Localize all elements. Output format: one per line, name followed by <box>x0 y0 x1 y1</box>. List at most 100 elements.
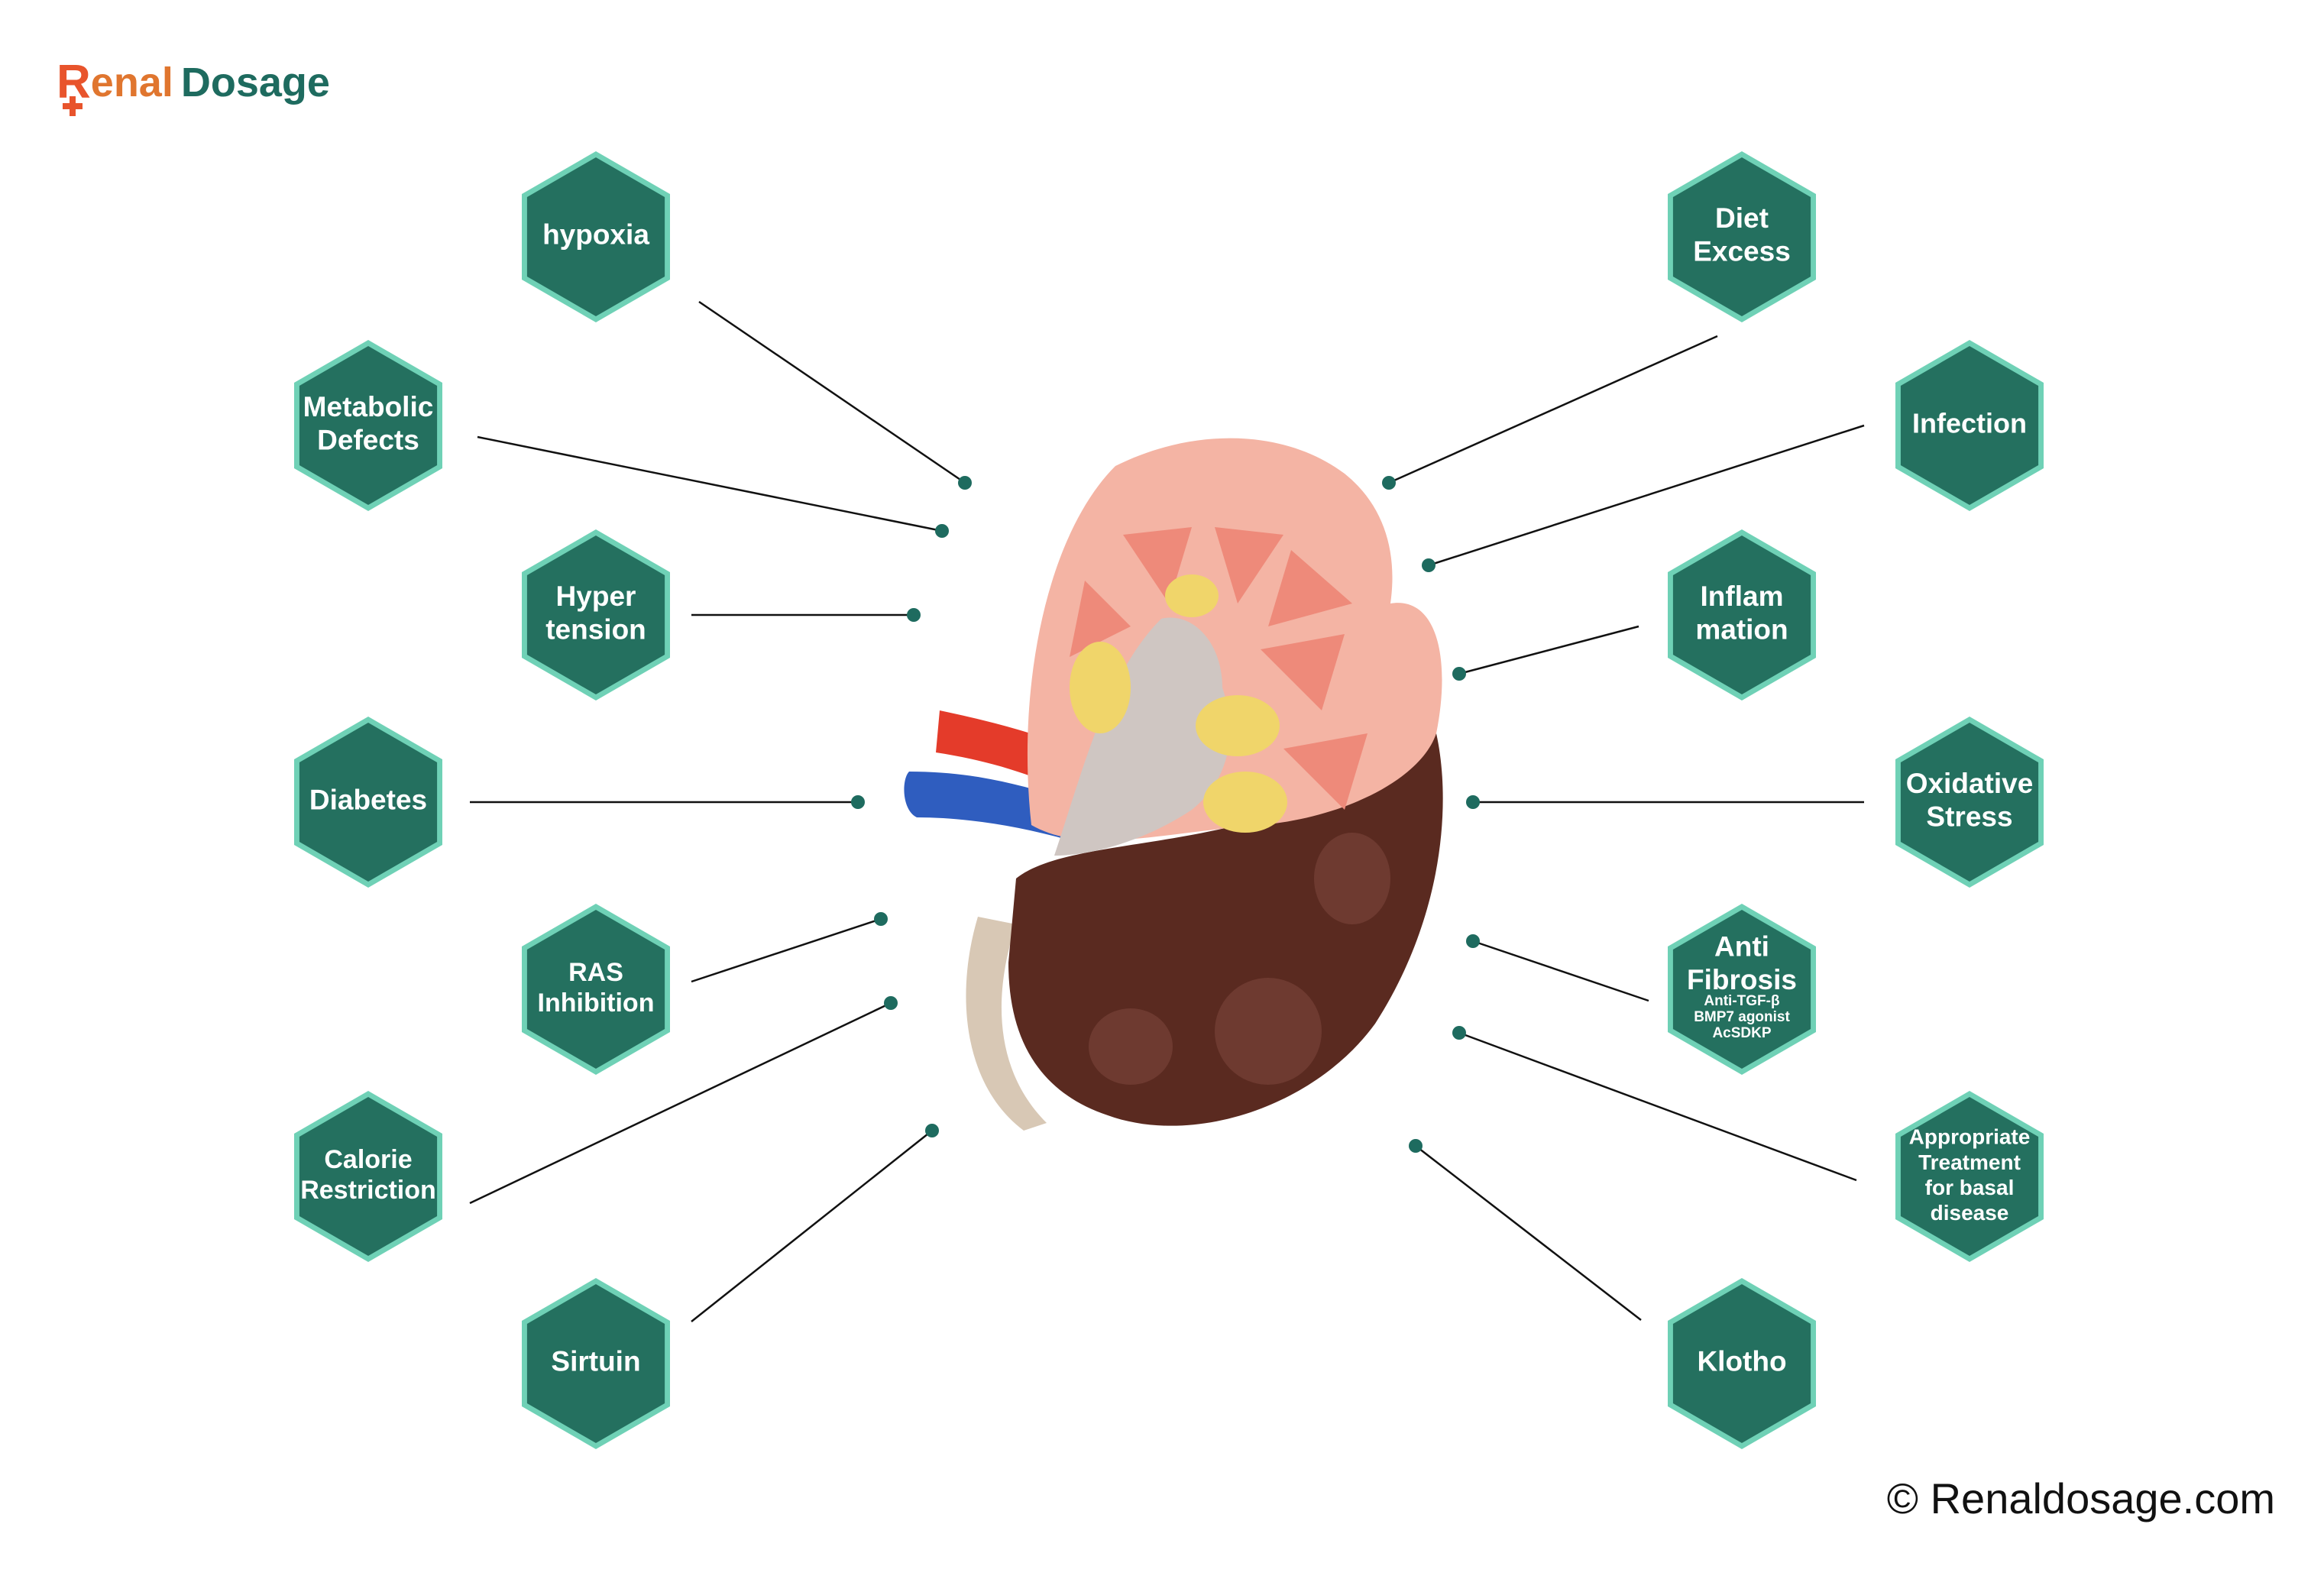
node-label: Anti <box>1714 930 1769 962</box>
hexagon-shape <box>1672 536 1811 694</box>
renal-fat <box>1203 772 1287 833</box>
node-label: Oxidative <box>1906 768 2034 799</box>
hexagon-shape <box>1672 157 1811 316</box>
logo-text-renal: enal <box>90 60 173 105</box>
connector-line <box>1458 1031 1857 1182</box>
renal-fat <box>1070 642 1131 733</box>
connector-line <box>691 917 882 983</box>
node-label: Infection <box>1912 407 2027 438</box>
factor-node-klotho: Klotho <box>1409 1139 1816 1449</box>
node-label: Restriction <box>300 1176 436 1205</box>
connector-line <box>691 1130 933 1322</box>
connector-line <box>1415 1145 1642 1321</box>
connector-dot <box>851 795 865 809</box>
connector-dot <box>1409 1139 1423 1153</box>
connector-line <box>469 1001 892 1205</box>
node-label: for basal <box>1925 1176 2015 1199</box>
node-label: RAS <box>568 958 623 987</box>
node-label: Inhibition <box>538 989 655 1018</box>
factor-node-hypoxia: hypoxia <box>522 151 972 490</box>
connector-line <box>698 300 966 484</box>
hexagon-shape <box>299 723 438 882</box>
hexagon-shape <box>526 536 665 694</box>
copyright-text: © Renaldosage.com <box>1886 1474 2275 1522</box>
hexagon-shape <box>526 910 665 1069</box>
node-label: Excess <box>1693 236 1791 267</box>
connector-dot <box>884 996 898 1010</box>
node-label: Fibrosis <box>1687 964 1797 995</box>
hexagon-shape <box>1672 1284 1811 1443</box>
node-label: tension <box>545 614 646 646</box>
renal-fat <box>1165 574 1219 617</box>
hexagon-shape <box>1900 1097 2039 1256</box>
renal-fat <box>1196 695 1280 756</box>
hexagon-shape <box>526 157 665 316</box>
node-label: Treatment <box>1918 1150 2021 1174</box>
connector-line <box>1388 335 1718 484</box>
connector-dot <box>958 476 972 490</box>
brand-logo: R enal Dosage <box>57 44 330 121</box>
connector-line <box>1428 424 1865 567</box>
node-label: Klotho <box>1697 1346 1786 1377</box>
node-label: disease <box>1931 1201 2009 1225</box>
factor-node-diabetes: Diabetes <box>294 717 865 888</box>
node-label: Metabolic <box>303 391 434 422</box>
connector-dot <box>1382 476 1396 490</box>
renal-pelvis <box>1054 617 1230 856</box>
medullary-pyramid <box>1283 733 1368 810</box>
node-label: Sirtuin <box>551 1346 640 1377</box>
medullary-pyramid <box>1215 527 1283 603</box>
node-sublabel: Anti-TGF-β <box>1704 993 1779 1009</box>
kidney-lobe <box>1089 1008 1173 1085</box>
node-label: Stress <box>1926 801 2012 833</box>
logo-text-dosage: Dosage <box>180 60 330 105</box>
factor-node-infection: Infection <box>1422 340 2044 572</box>
hexagon-shape <box>526 1284 665 1443</box>
logo-cross-icon <box>63 96 83 116</box>
hexagon-shape <box>299 1097 438 1256</box>
hexagon-shape <box>1900 723 2039 882</box>
ureter <box>966 917 1047 1131</box>
medullary-pyramid <box>1261 634 1345 710</box>
node-label: Calorie <box>324 1145 412 1174</box>
connector-dot <box>925 1124 939 1137</box>
connector-line <box>1458 625 1639 675</box>
kidney-illustration <box>904 438 1443 1131</box>
connector-dot <box>874 912 888 926</box>
node-label: Diabetes <box>309 785 427 816</box>
hexagon-shape <box>1900 346 2039 505</box>
node-label: mation <box>1695 614 1788 646</box>
kidney-lobe <box>1314 833 1390 924</box>
node-sublabel: AcSDKP <box>1712 1025 1771 1041</box>
connector-dot <box>1452 667 1466 681</box>
medullary-pyramid <box>1070 581 1131 657</box>
connector-dot <box>1422 558 1436 572</box>
node-label: Defects <box>317 425 419 456</box>
factor-node-sirtuin: Sirtuin <box>522 1124 939 1449</box>
connector-dot <box>907 608 921 622</box>
connector-dot <box>1452 1026 1466 1040</box>
node-label: Appropriate <box>1909 1125 2031 1149</box>
connector-dot <box>1466 795 1480 809</box>
node-label: Diet <box>1715 202 1769 234</box>
connector-line <box>477 435 943 532</box>
medullary-pyramid <box>1268 550 1352 626</box>
hexagon-shape <box>1672 910 1811 1069</box>
hexagon-shape <box>299 346 438 505</box>
connector-dot <box>1466 934 1480 948</box>
node-label: hypoxia <box>542 219 649 251</box>
kidney-lobe <box>1215 978 1322 1085</box>
node-sublabel: BMP7 agonist <box>1694 1009 1790 1025</box>
node-label: Inflam <box>1701 581 1784 612</box>
connector-line <box>1472 940 1649 1002</box>
